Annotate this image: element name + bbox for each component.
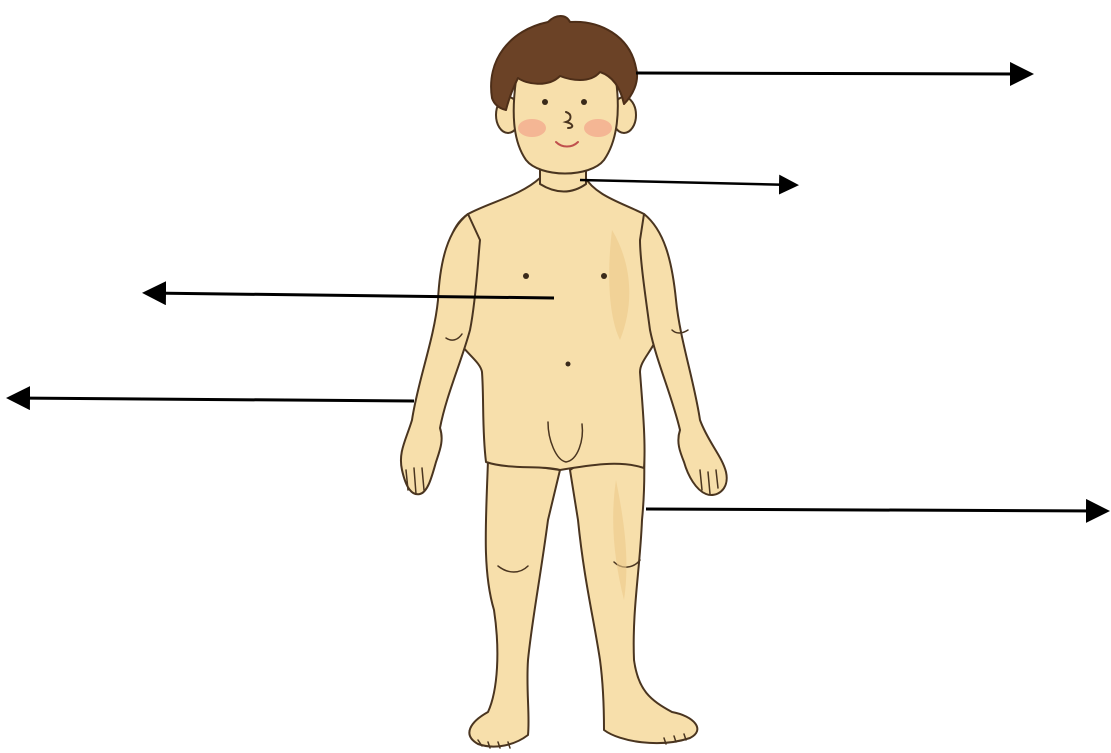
right-cheek — [584, 119, 612, 137]
right-arm — [640, 214, 727, 495]
left-cheek — [518, 119, 546, 137]
right-leg — [570, 420, 697, 743]
right-eye — [581, 99, 587, 105]
navel — [566, 362, 571, 367]
right-nipple — [601, 273, 607, 279]
leg-pointer — [646, 509, 1104, 511]
neck-pointer — [580, 180, 794, 185]
boy-figure — [401, 16, 727, 747]
left-nipple — [523, 273, 529, 279]
arm-pointer — [12, 398, 414, 401]
left-leg — [469, 460, 560, 747]
left-eye — [542, 99, 548, 105]
head-pointer — [636, 73, 1028, 74]
